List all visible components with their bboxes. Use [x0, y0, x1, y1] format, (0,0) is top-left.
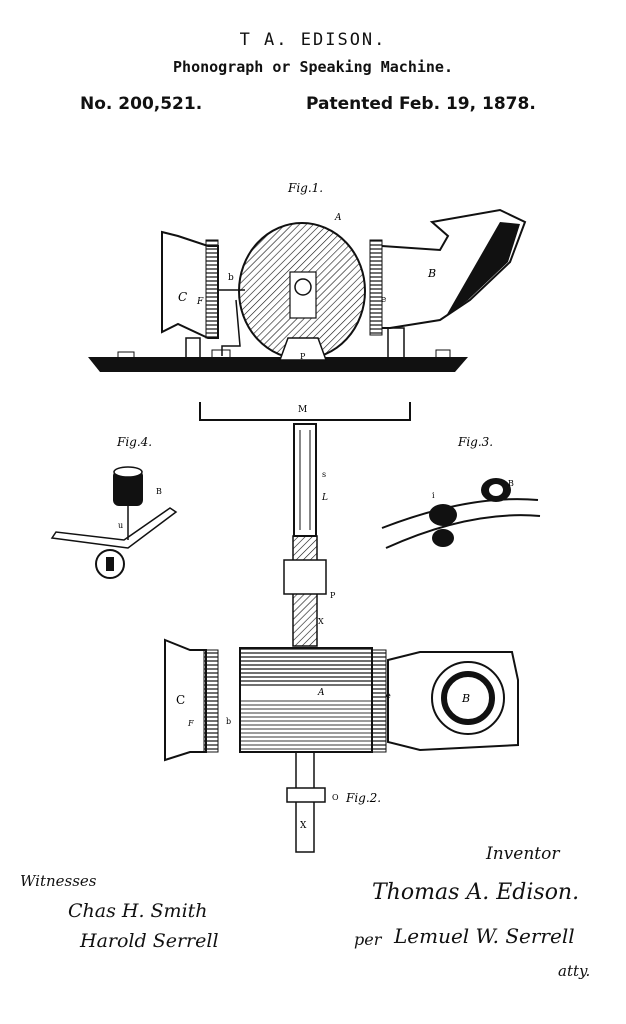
fig1-letter-b-upper: B [427, 267, 436, 280]
shaft-letter-p: P [330, 591, 336, 600]
patent-number: No. 200,521. [80, 94, 203, 114]
inventor-label: Inventor [486, 844, 560, 864]
witness-1-signature: Chas H. Smith [68, 900, 208, 922]
fig2-letter-o: O [332, 793, 339, 802]
fig2-letter-b: b [226, 717, 231, 726]
per-label: per [354, 930, 382, 949]
bar-letter-m: M [298, 405, 307, 415]
fig1-mouthpiece-b [381, 208, 527, 329]
shaft-letter-l: L [321, 493, 328, 503]
central-shaft: s L P X [283, 423, 336, 647]
fig4-lever [50, 507, 178, 549]
shaft-letter-x: X [318, 617, 324, 626]
fig2-letter-x: X [300, 821, 307, 831]
fig1-letter-f: F [196, 297, 204, 307]
figure-3: Fig.3. i B [381, 435, 541, 549]
inventor-signature: Thomas A. Edison. [372, 880, 580, 905]
fig1-letter-c: C [178, 290, 187, 304]
atty-label: atty. [558, 962, 591, 980]
bar-m: M [199, 402, 411, 421]
witnesses-label: Witnesses [20, 872, 97, 890]
fig2-letter-a: A [317, 688, 325, 698]
fig2-mouthpiece-b [387, 651, 519, 752]
fig1-letter-b: b [228, 273, 234, 283]
fig1-label: Fig.1. [287, 181, 323, 195]
fig4-letter-u: u [118, 521, 123, 530]
fig3-letter-i: i [432, 491, 435, 500]
patent-inventor-heading: T A. EDISON. [239, 30, 387, 50]
figure-2: C F b A e B O Fig.2. X [164, 638, 519, 853]
fig3-label: Fig.3. [457, 435, 493, 449]
shaft-letter-s: s [322, 470, 326, 479]
fig4-letter-b: B [156, 487, 162, 496]
figure-1: Fig.1. C F b A P B e [88, 181, 527, 372]
fig2-letter-f: F [187, 719, 194, 728]
fig1-letter-p: P [300, 352, 306, 361]
patent-title: Phonograph or Speaking Machine. [173, 58, 453, 76]
fig3-band [381, 498, 539, 529]
fig2-letter-c: C [176, 693, 185, 707]
fig2-label: Fig.2. [345, 791, 381, 805]
fig1-letter-a: A [334, 213, 342, 223]
patent-date: Patented Feb. 19, 1878. [306, 94, 536, 114]
fig1-letter-e: e [381, 295, 386, 305]
fig1-baseplate [88, 357, 468, 372]
fig2-letter-b-upper: B [461, 692, 470, 705]
figure-4: Fig.4. B u [50, 435, 178, 579]
fig2-mouthpiece-c [164, 638, 207, 762]
fig3-roller-i [429, 504, 457, 526]
witness-2-signature: Harold Serrell [80, 930, 219, 952]
fig3-letter-b: B [508, 479, 514, 488]
attorney-signature: Lemuel W. Serrell [394, 924, 575, 948]
fig4-label: Fig.4. [116, 435, 152, 449]
fig4-weight [113, 470, 143, 506]
